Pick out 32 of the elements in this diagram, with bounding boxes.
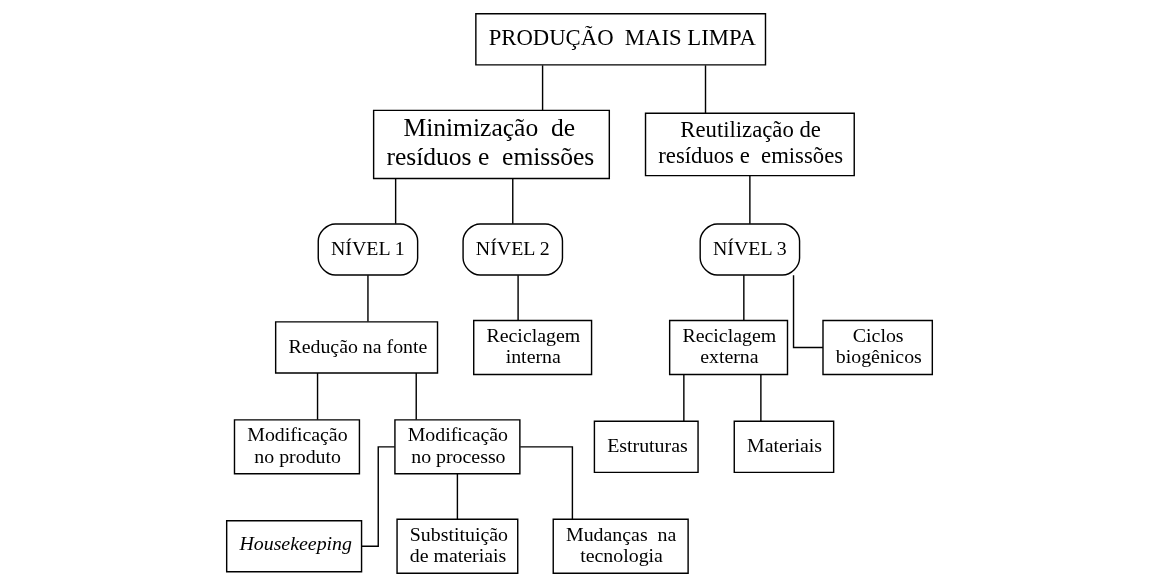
node-box: Reciclagem externa [668, 319, 788, 376]
node-box: PRODUÇÃO MAIS LIMPA [474, 13, 766, 66]
connector [541, 64, 543, 111]
connector [759, 373, 762, 422]
node-box: NÍVEL 2 [461, 223, 563, 276]
connector [519, 446, 573, 520]
connector [516, 274, 519, 321]
connector [456, 473, 458, 520]
node-box: Redução na fonte [274, 321, 438, 374]
node-box: Minimização de resíduos e emissões [372, 109, 610, 180]
node-box: NÍVEL 1 [317, 223, 418, 276]
connector [415, 372, 417, 421]
connector [316, 372, 318, 421]
node-box: Reutilização de resíduos e emissões [644, 112, 855, 177]
node-box: Materiais [733, 420, 834, 474]
node-box: Modificação no produto [233, 419, 360, 475]
node-box: Reciclagem interna [472, 319, 592, 376]
connector [704, 64, 706, 114]
connector [394, 178, 396, 225]
node-box: Mudanças na tecnologia [552, 518, 689, 574]
node-box: Housekeeping [225, 519, 362, 573]
connector [742, 274, 745, 321]
connector [366, 274, 369, 323]
node-box: Ciclos biogênicos [821, 319, 933, 376]
node-box: Substituição de materiais [395, 518, 518, 574]
connector [682, 373, 685, 422]
node-box: Estruturas [593, 420, 699, 474]
connector [792, 274, 824, 349]
node-box: Modificação no processo [393, 419, 521, 475]
connector [511, 178, 513, 225]
connector [748, 175, 751, 225]
node-box: NÍVEL 3 [698, 223, 800, 276]
